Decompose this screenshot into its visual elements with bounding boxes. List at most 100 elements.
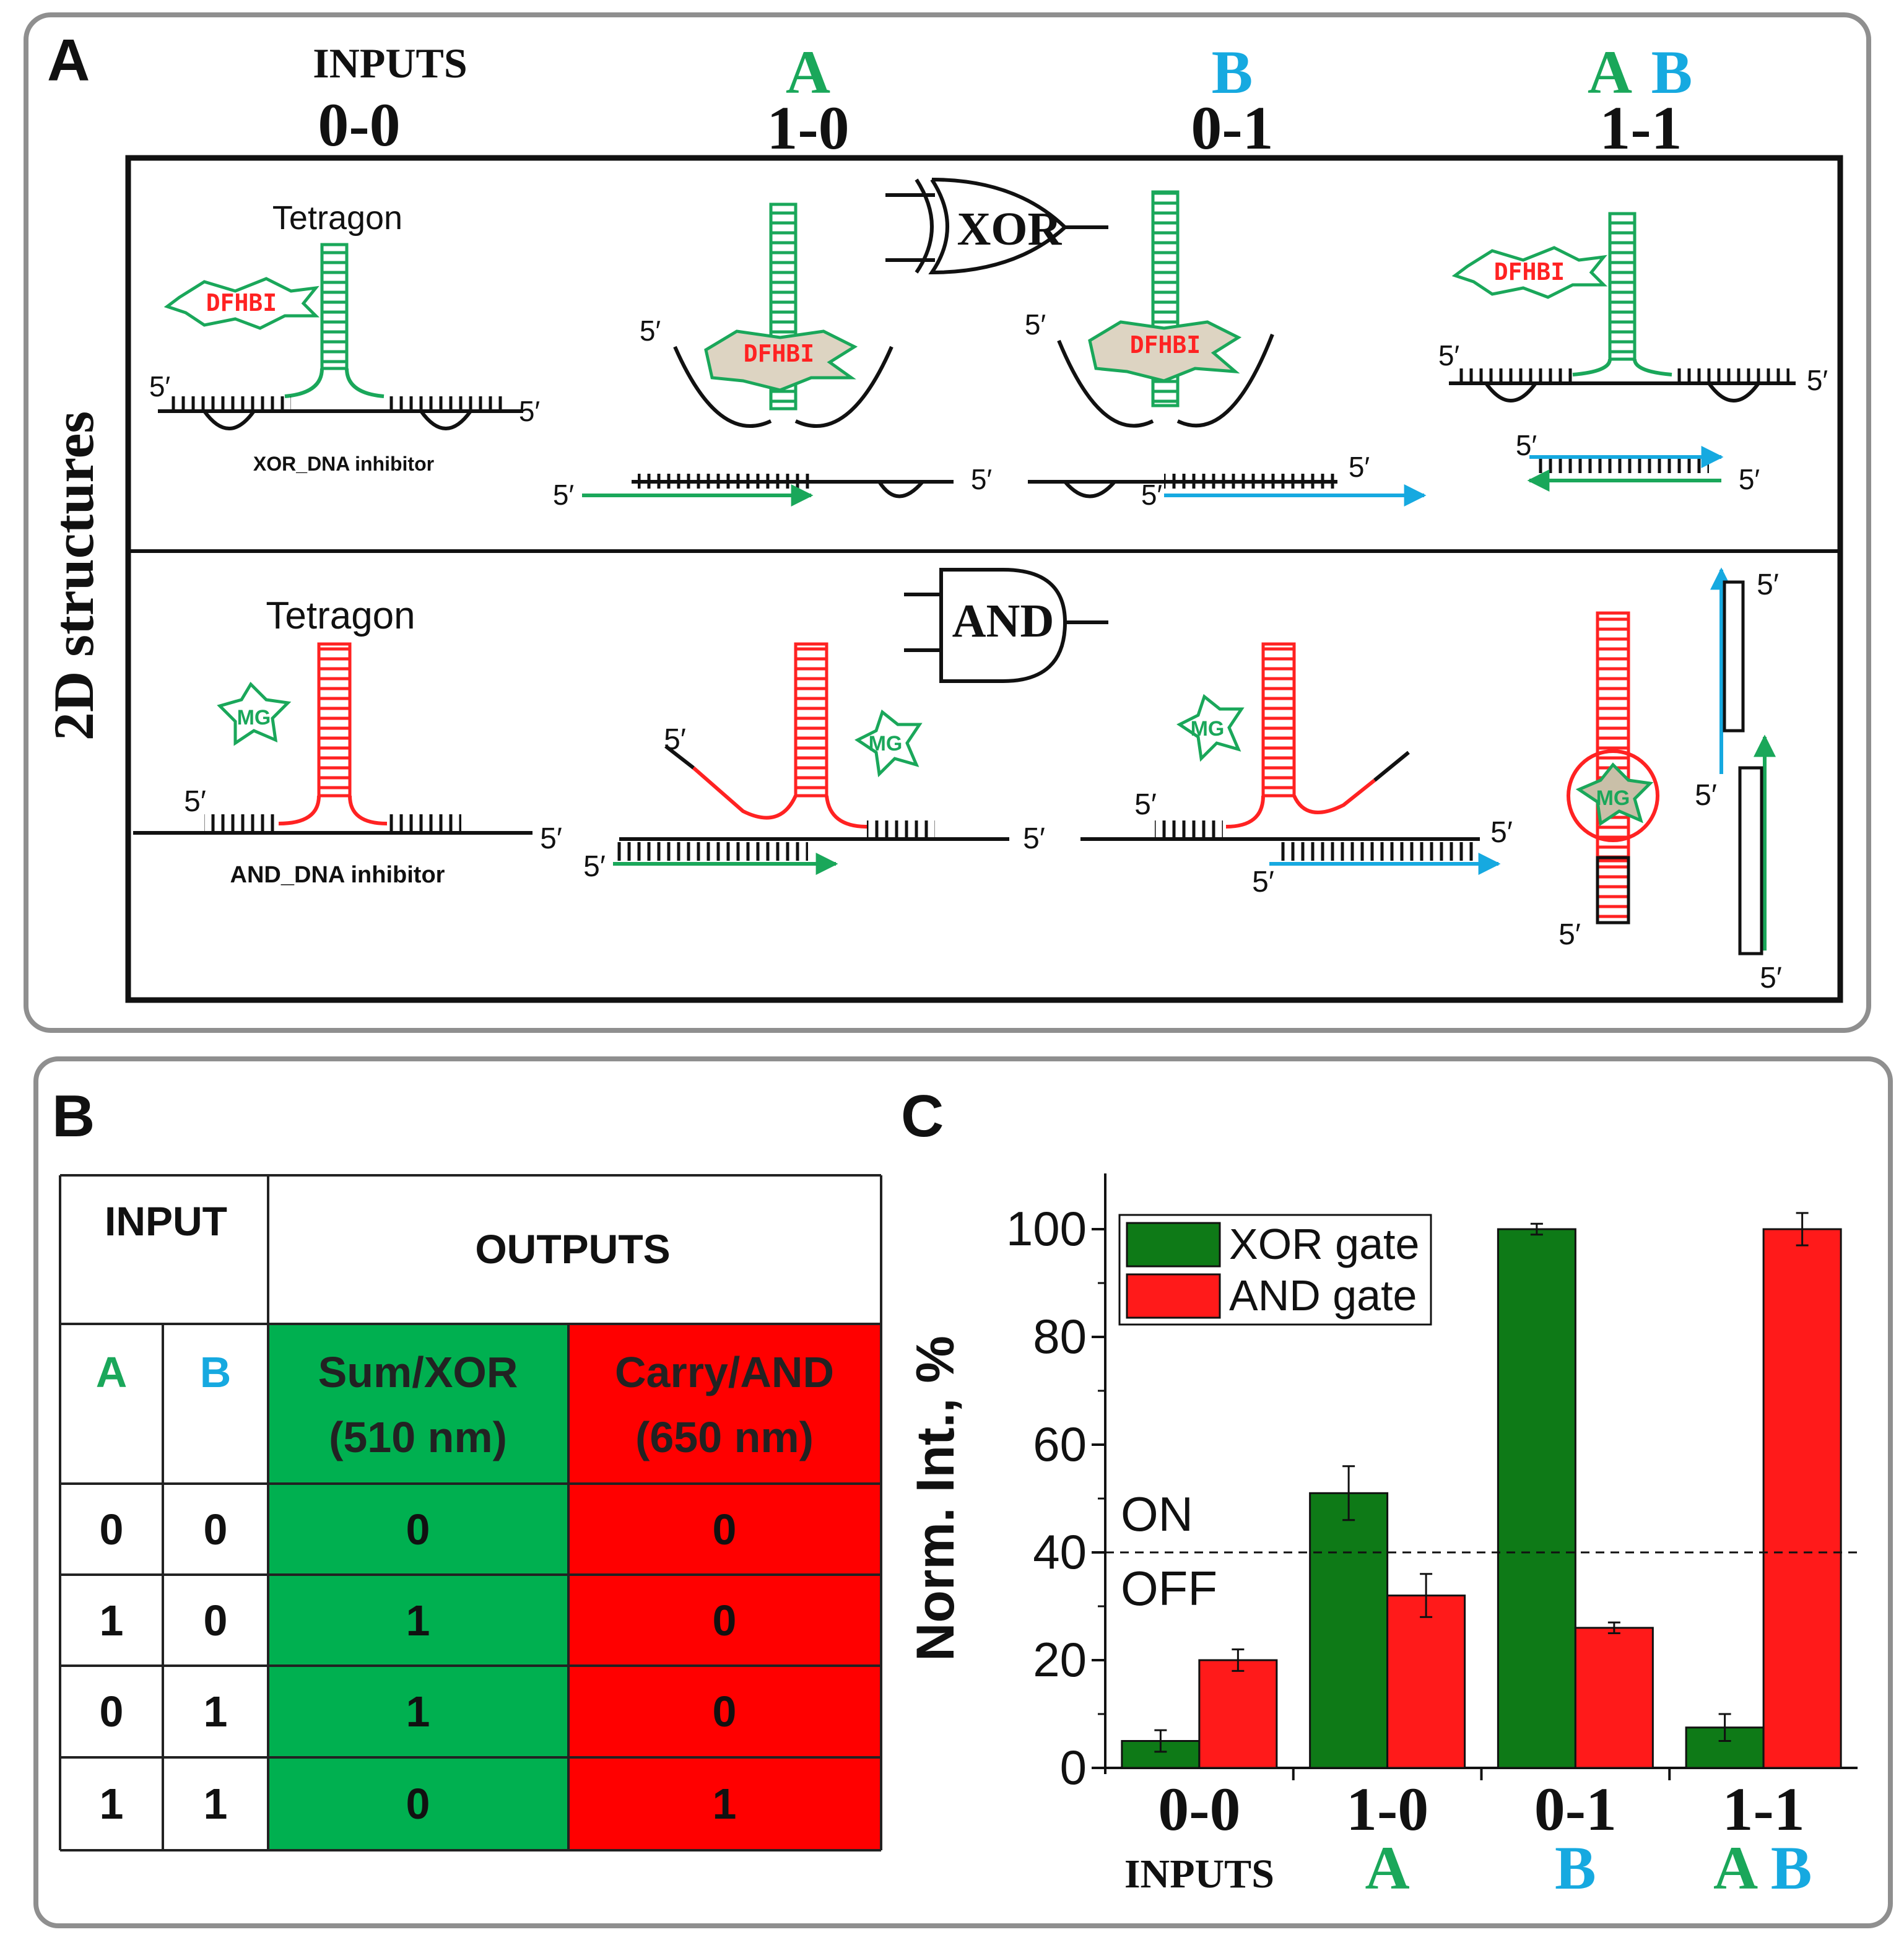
dfhbi-star [163,277,320,330]
col-input-a: A [786,38,830,107]
x-tick-label: 0-0 [1158,1775,1240,1843]
table-row: 0 1 1 0 [100,1687,737,1736]
cell-sum: 0 [406,1780,430,1828]
header-carry-line1: Carry/AND [615,1348,834,1396]
dfhbi-label: DFHBI [744,340,814,367]
cell-carry: 0 [713,1687,737,1736]
cell-b: 0 [204,1596,228,1645]
five-prime-label: 5′ [1760,962,1782,994]
x-sublabel: INPUTS [1124,1851,1274,1897]
five-prime-label: 5′ [1558,918,1581,951]
five-prime-label: 5′ [1807,364,1828,396]
y-tick-label: 80 [1033,1309,1087,1364]
col-input-ab-b: B [1651,38,1693,107]
mg-label: MG [869,732,903,755]
xor-gate-symbol: XOR [885,178,1108,275]
col-code-00: 0-0 [318,90,400,159]
xor-row: Tetragon DFHBI 5′ 5′ XOR_DNA inhibitor D… [149,178,1828,511]
and-gate-symbol: AND [904,568,1108,683]
cell-b: 1 [204,1780,228,1828]
cell-a: 0 [100,1505,124,1554]
bar [1198,1659,1278,1769]
xor-tetragon-label: Tetragon [272,199,402,237]
header-col-a: A [96,1348,128,1396]
five-prime-label: 5′ [1516,429,1537,461]
header-input: INPUT [105,1198,227,1244]
truth-table: INPUT OUTPUTS A B Sum/XOR (510 nm) Carry… [59,1174,882,1851]
five-prime-label: 5′ [1134,788,1157,821]
five-prime-label: 5′ [1438,339,1459,372]
cell-sum: 0 [406,1505,430,1554]
and-inhibitor-label: AND_DNA inhibitor [230,862,445,888]
y-tick-label: 0 [1060,1740,1087,1795]
table-row: 0 0 0 0 [100,1505,737,1554]
y-tick-label: 60 [1033,1417,1087,1471]
header-carry-line2: (650 nm) [635,1413,814,1461]
col-code-11: 1-1 [1599,94,1682,162]
five-prime-label: 5′ [1252,866,1274,899]
and-tetragon-label: Tetragon [266,594,415,637]
and-row: AND Tetragon MG 5′ 5′ AND_DNA inhibitor … [133,567,1782,994]
five-prime-label: 5′ [149,370,170,402]
col-code-01: 0-1 [1191,94,1273,162]
five-prime-label: 5′ [664,723,686,756]
mg-label: MG [237,706,271,729]
mg-label: MG [1191,717,1225,741]
cell-carry: 1 [713,1780,737,1828]
col-input-ab-a: A [1588,38,1632,107]
header-outputs: OUTPUTS [475,1226,670,1272]
five-prime-label: 5′ [1739,463,1760,495]
five-prime-label: 5′ [1757,568,1779,601]
five-prime-label: 5′ [553,479,574,511]
threshold-on-label: ON [1121,1487,1193,1541]
cell-carry: 0 [713,1505,737,1554]
five-prime-label: 5′ [640,315,661,347]
col-code-10: 1-0 [767,94,849,162]
cell-a: 1 [100,1596,124,1645]
x-sublabel: B [1555,1834,1596,1902]
legend-label: AND gate [1229,1271,1417,1320]
mg-label: MG [1596,786,1630,810]
five-prime-label: 5′ [540,822,562,855]
x-sublabel: A [1365,1834,1410,1902]
cell-carry: 0 [713,1596,737,1645]
panel-bc: B C INPUT OUTPUTS A B Sum/XOR [33,1056,1893,1928]
five-prime-label: 5′ [1490,816,1513,849]
five-prime-label: 5′ [519,395,540,427]
xor-inhibitor-label: XOR_DNA inhibitor [253,453,434,475]
panel-a-label: A [47,27,90,94]
five-prime-label: 5′ [1349,451,1370,483]
header-sum-line1: Sum/XOR [318,1348,518,1396]
legend-swatch [1126,1222,1221,1268]
bar [1309,1492,1389,1769]
x-tick-label: 1-1 [1722,1775,1804,1843]
x-sublabel: B [1771,1834,1812,1902]
bar [1574,1627,1654,1769]
x-tick-label: 0-1 [1534,1775,1617,1843]
five-prime-label: 5′ [1695,779,1717,812]
five-prime-label: 5′ [1023,822,1045,855]
dfhbi-label: DFHBI [206,289,277,316]
five-prime-label: 5′ [184,785,206,818]
header-sum-line2: (510 nm) [329,1413,507,1461]
legend-label: XOR gate [1229,1220,1419,1268]
x-tick-label: 1-0 [1346,1775,1428,1843]
and-gate-label: AND [952,595,1054,647]
cell-sum: 1 [406,1687,430,1736]
table-row: 1 1 0 1 [100,1780,737,1828]
panel-a: A INPUTS 0-0 A 1-0 B 0-1 A B 1-1 2D stru… [24,12,1871,1033]
panel-b-label: B [52,1083,95,1149]
header-col-b: B [200,1348,232,1396]
cell-b: 0 [204,1505,228,1554]
col-input-b: B [1212,38,1253,107]
cell-a: 1 [100,1780,124,1828]
bar [1386,1595,1466,1769]
dfhbi-label: DFHBI [1130,331,1201,359]
cell-b: 1 [204,1687,228,1736]
y-tick-label: 100 [1006,1201,1087,1256]
threshold-off-label: OFF [1121,1561,1217,1616]
xor-gate-label: XOR [957,203,1063,255]
five-prime-label: 5′ [971,463,992,495]
legend-swatch [1126,1273,1221,1319]
